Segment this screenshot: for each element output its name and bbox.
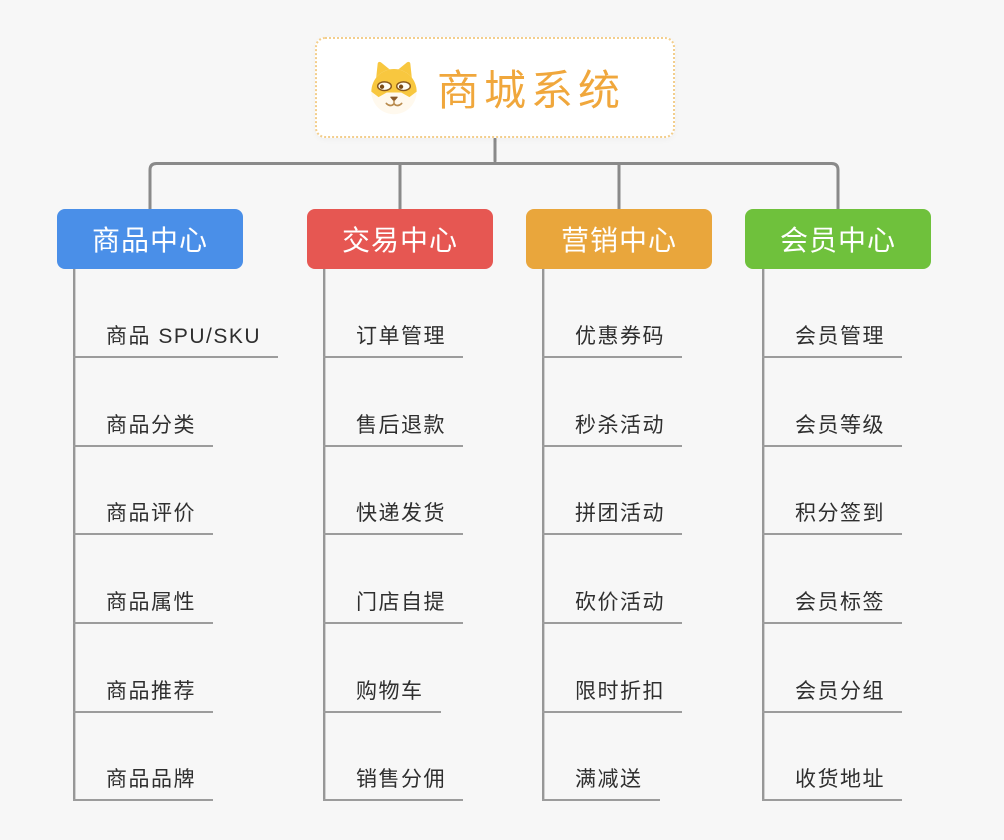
leaf-node[interactable]: 砍价活动 xyxy=(542,586,682,624)
branch-product-center[interactable]: 商品中心 xyxy=(57,209,243,269)
leaf-node[interactable]: 商品分类 xyxy=(73,409,213,447)
shiba-dog-icon xyxy=(365,59,423,117)
leaf-node[interactable]: 收货地址 xyxy=(762,763,902,801)
leaf-node[interactable]: 优惠券码 xyxy=(542,320,682,358)
leaf-node[interactable]: 满减送 xyxy=(542,763,660,801)
leaf-node[interactable]: 门店自提 xyxy=(323,586,463,624)
branch-trade-center[interactable]: 交易中心 xyxy=(307,209,493,269)
leaf-node[interactable]: 拼团活动 xyxy=(542,497,682,535)
leaf-node[interactable]: 会员分组 xyxy=(762,675,902,713)
branch-marketing-center[interactable]: 营销中心 xyxy=(526,209,712,269)
leaf-node[interactable]: 会员标签 xyxy=(762,586,902,624)
leaf-node[interactable]: 积分签到 xyxy=(762,497,902,535)
root-title: 商城系统 xyxy=(436,67,625,114)
leaf-node[interactable]: 商品品牌 xyxy=(73,763,213,801)
leaf-node[interactable]: 商品评价 xyxy=(73,497,213,535)
leaf-node[interactable]: 购物车 xyxy=(323,675,441,713)
leaf-node[interactable]: 商品推荐 xyxy=(73,675,213,713)
root-node[interactable]: 商城系统 xyxy=(315,37,675,138)
leaf-node[interactable]: 会员等级 xyxy=(762,409,902,447)
leaf-node[interactable]: 限时折扣 xyxy=(542,675,682,713)
branch-member-center[interactable]: 会员中心 xyxy=(745,209,931,269)
leaf-node[interactable]: 会员管理 xyxy=(762,320,902,358)
leaf-node[interactable]: 销售分佣 xyxy=(323,763,463,801)
leaf-node[interactable]: 秒杀活动 xyxy=(542,409,682,447)
leaf-node[interactable]: 售后退款 xyxy=(323,409,463,447)
branch-rail-line xyxy=(148,162,840,211)
leaf-node[interactable]: 商品 SPU/SKU xyxy=(73,320,279,358)
leaf-node[interactable]: 订单管理 xyxy=(323,320,463,358)
leaf-node[interactable]: 快递发货 xyxy=(323,497,463,535)
leaf-node[interactable]: 商品属性 xyxy=(73,586,213,624)
